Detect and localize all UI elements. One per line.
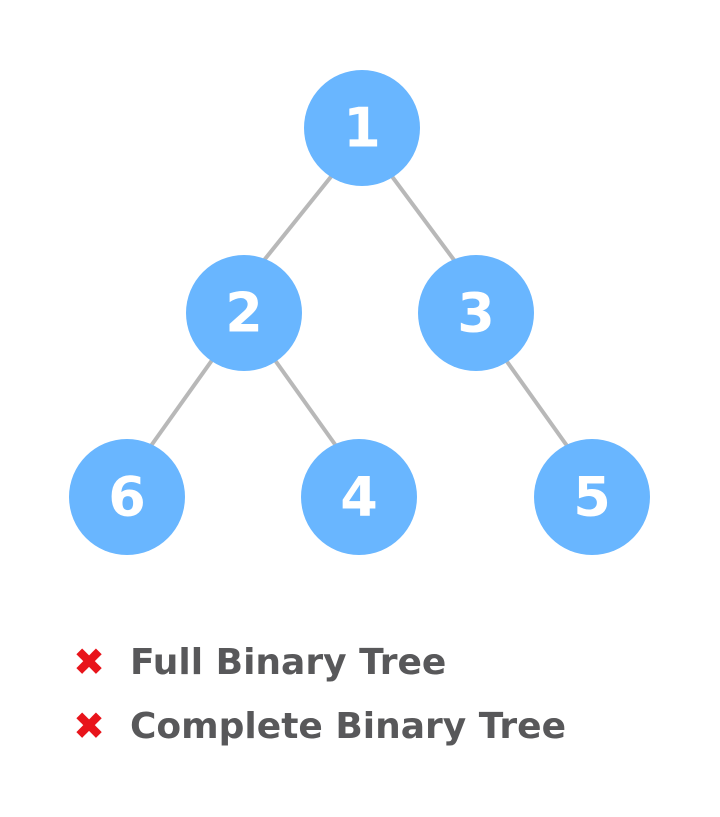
legend-label-full-binary-tree: Full Binary Tree: [130, 641, 447, 683]
node-5-label: 5: [573, 466, 611, 529]
node-6-circle: [69, 439, 185, 555]
node-3: 3: [418, 255, 534, 371]
cross-icon: ✖: [73, 640, 105, 684]
node-2-circle: [186, 255, 302, 371]
node-6: 6: [69, 439, 185, 555]
node-4-label: 4: [340, 466, 378, 529]
edge-3-5: [496, 347, 577, 459]
edge-2-4: [265, 347, 346, 459]
node-6-label: 6: [108, 466, 146, 529]
binary-tree-diagram: 1 2 3 6 4 5: [69, 70, 650, 555]
cross-icon: ✖: [73, 704, 105, 748]
node-3-circle: [418, 255, 534, 371]
node-4: 4: [301, 439, 417, 555]
node-2-label: 2: [225, 282, 263, 345]
tree-nodes: 1 2 3 6 4 5: [69, 70, 650, 555]
node-5: 5: [534, 439, 650, 555]
legend-label-complete-binary-tree: Complete Binary Tree: [130, 705, 566, 747]
legend-item-full-binary-tree: ✖ Full Binary Tree: [66, 630, 566, 694]
edge-1-2: [259, 161, 344, 266]
edge-2-6: [141, 347, 222, 459]
legend-item-complete-binary-tree: ✖ Complete Binary Tree: [66, 694, 566, 758]
tree-classification-legend: ✖ Full Binary Tree ✖ Complete Binary Tre…: [66, 630, 566, 758]
node-1-circle: [304, 70, 420, 186]
node-5-circle: [534, 439, 650, 555]
tree-edges: [141, 161, 577, 459]
node-3-label: 3: [457, 282, 495, 345]
node-1-label: 1: [343, 97, 381, 160]
node-4-circle: [301, 439, 417, 555]
node-1: 1: [304, 70, 420, 186]
edge-1-3: [380, 161, 459, 266]
node-2: 2: [186, 255, 302, 371]
